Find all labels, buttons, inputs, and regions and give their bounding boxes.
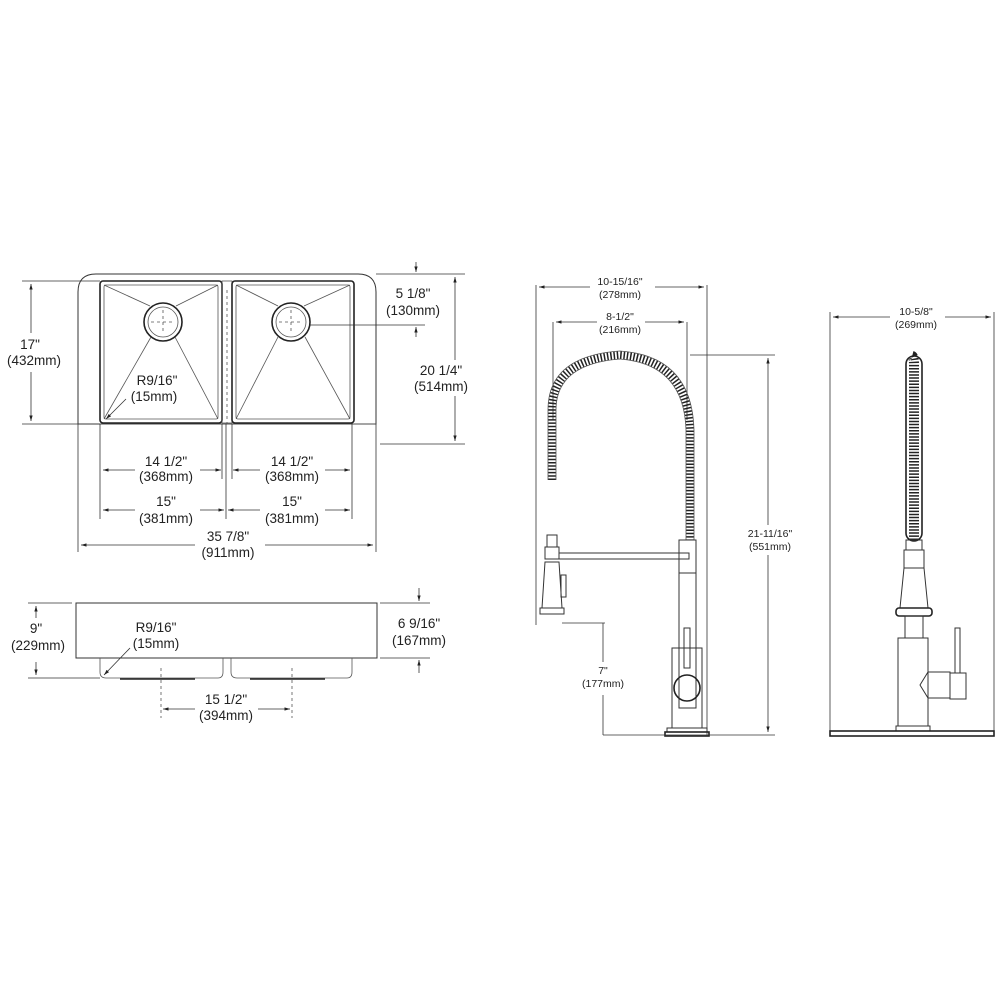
dim-drain-offset: 5 1/8" [396,286,431,301]
dim-right-inner-width-mm: (368mm) [265,469,319,484]
sink-outline [77,273,377,425]
dim-right-inner-width: 14 1/2" [271,454,314,469]
dim-drain-spacing: 15 1/2" [205,692,248,707]
dim-faucet-height-mm: (551mm) [749,541,791,553]
dim-faucet-spout-reach-mm: (216mm) [599,324,641,336]
dim-front-corner-radius-mm: (15mm) [133,636,180,651]
dim-left-width: 15" [156,494,176,509]
dim-corner-radius-mm: (15mm) [131,389,178,404]
faucet-handle [949,672,967,700]
faucet-base [897,637,929,727]
drain-icon [271,302,311,342]
dim-overall-width-mm: (911mm) [201,545,254,560]
dim-front-corner-radius: R9/16" [136,620,177,635]
dim-overall-depth: 20 1/4" [420,363,463,378]
right-bowl [231,280,425,424]
dim-faucet-overall-reach: 10-15/16" [597,276,642,288]
sink-top-view: 17" (432mm) R9/16" (15mm) 5 1/8" (130mm)… [7,262,468,560]
spray-head [541,561,563,609]
dim-drain-spacing-mm: (394mm) [199,708,253,723]
faucet-handle [683,627,691,669]
dim-drain-offset-mm: (130mm) [386,303,440,318]
deck-plate [829,730,995,737]
spray-head [899,567,929,609]
dim-apron-height-mm: (167mm) [392,633,446,648]
dim-bowl-depth-mm: (432mm) [7,353,61,368]
dim-front-height: 9" [30,621,43,636]
faucet-side-view: 10-15/16" (278mm) 8-1/2" (216mm) [535,276,793,737]
dim-corner-radius: R9/16" [137,373,178,388]
faucet-base [671,647,703,729]
spout-arm [558,552,690,560]
dim-overall-depth-mm: (514mm) [414,379,468,394]
sink-apron [75,602,378,659]
dim-left-inner-width-mm: (368mm) [139,469,193,484]
sink-front-view: 9" (229mm) R9/16" (15mm) 6 9/16" (167mm)… [11,588,446,723]
faucet-front-view: 10-5/8" (269mm) [829,306,995,737]
dim-front-height-mm: (229mm) [11,638,65,653]
dim-apron-height: 6 9/16" [398,616,441,631]
dim-right-width-mm: (381mm) [265,511,319,526]
dim-spout-clearance-mm: (177mm) [582,678,624,690]
dim-faucet-overall-reach-mm: (278mm) [599,289,641,301]
coil-spring-hose [908,351,919,540]
dim-faucet-front-width: 10-5/8" [899,306,933,318]
dim-left-width-mm: (381mm) [139,511,193,526]
dim-spout-clearance: 7" [598,665,608,677]
dim-right-width: 15" [282,494,302,509]
dim-left-inner-width: 14 1/2" [145,454,188,469]
dim-overall-width: 35 7/8" [207,529,250,544]
dim-faucet-spout-reach: 8-1/2" [606,311,634,323]
dim-faucet-front-width-mm: (269mm) [895,319,937,331]
dim-faucet-height: 21-11/16" [748,528,793,540]
drain-icon [143,302,183,342]
dim-bowl-depth: 17" [20,337,40,352]
coil-spring-hose [548,350,694,540]
